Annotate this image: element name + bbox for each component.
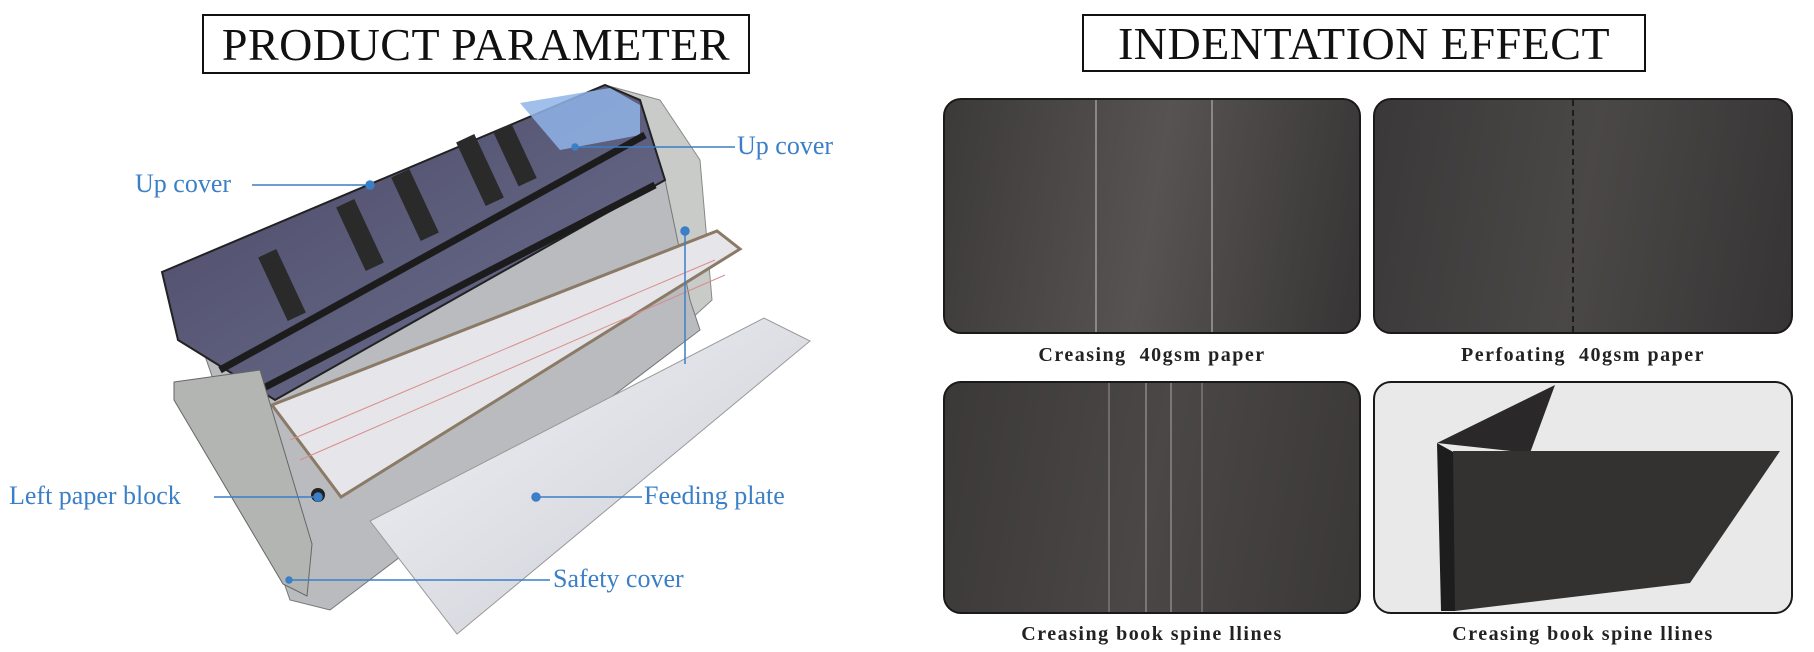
caption-perforating: Perfoating 40gsm paper — [1461, 344, 1705, 366]
folded-cover-shape — [1437, 385, 1780, 611]
label-feeding-plate: Feeding plate — [644, 481, 785, 510]
title-text: PRODUCT PARAMETER — [221, 18, 731, 70]
caption-book-spine-1: Creasing book spine llines — [1021, 623, 1283, 645]
caption-creasing: Creasing 40gsm paper — [1038, 344, 1266, 366]
up-cover — [160, 83, 667, 402]
indentation-effect-title: INDENTATION EFFECT — [1082, 14, 1646, 72]
ruler-scale — [289, 259, 726, 461]
feeding-plate — [369, 317, 811, 635]
folded-book-cover-image — [1373, 381, 1793, 614]
creasing-machine-illustration — [160, 83, 811, 635]
callout-lines — [214, 143, 735, 584]
book-spine-sample-image — [943, 381, 1361, 614]
label-up-cover-left: Up cover — [135, 169, 232, 198]
caption-book-spine-2: Creasing book spine llines — [1452, 623, 1714, 645]
perforating-sample-image — [1373, 98, 1793, 334]
label-up-cover-right: Up cover — [737, 131, 834, 160]
label-left-paper-block: Left paper block — [9, 481, 181, 510]
shafts — [218, 131, 657, 399]
product-parameter-title: PRODUCT PARAMETER — [202, 14, 750, 74]
ruler-tray — [269, 229, 743, 499]
creasing-sample-image — [943, 98, 1361, 334]
label-safety-cover: Safety cover — [553, 564, 684, 593]
creasing-blocks — [258, 123, 537, 321]
left-paper-block — [173, 369, 313, 597]
title-text: INDENTATION EFFECT — [1117, 17, 1611, 69]
blue-film — [520, 88, 640, 150]
